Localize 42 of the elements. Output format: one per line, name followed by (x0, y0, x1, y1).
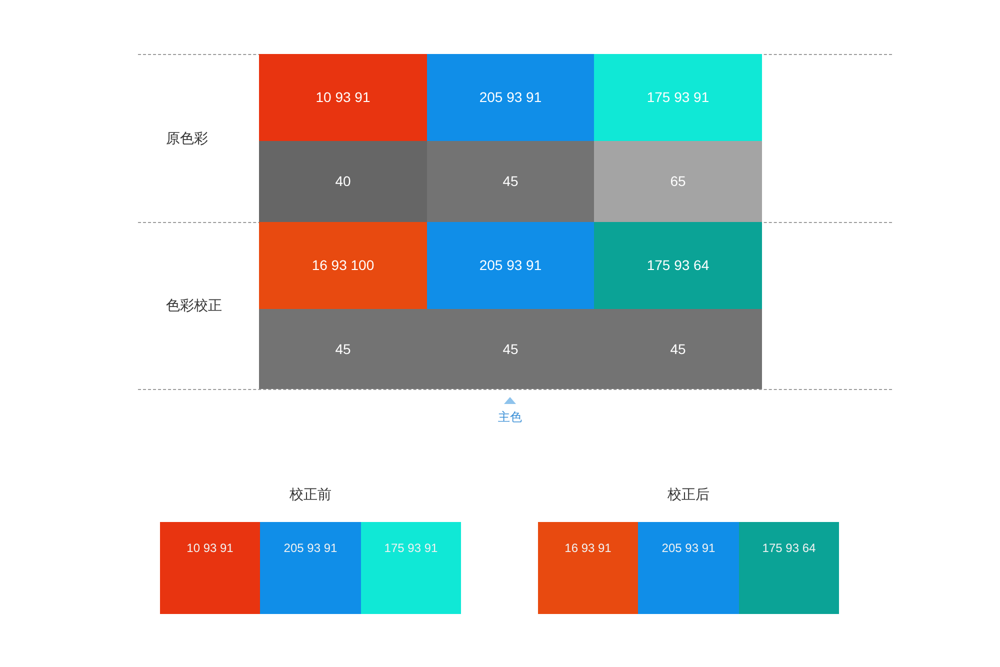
row-band (138, 54, 892, 223)
strip-heading: 校正后 (668, 486, 710, 504)
color-tile (594, 309, 762, 389)
value-text: 205 93 91 (662, 541, 716, 556)
row-band (138, 222, 892, 390)
strip-heading: 校正前 (290, 486, 332, 504)
row-label: 原色彩 (166, 130, 208, 148)
color-tile (259, 141, 427, 222)
color-tile (259, 222, 427, 309)
color-tile (427, 222, 594, 309)
value-text: 10 93 91 (316, 89, 370, 106)
color-tile (160, 522, 260, 614)
color-tile (638, 522, 739, 614)
value-text: 16 93 100 (312, 257, 374, 274)
value-text: 45 (670, 340, 686, 358)
color-tile (594, 222, 762, 309)
value-text: 10 93 91 (186, 541, 234, 556)
value-text: 40 (335, 173, 351, 190)
color-tile (427, 141, 594, 222)
value-text: 205 93 91 (479, 257, 542, 274)
value-text: 175 93 64 (762, 541, 816, 556)
color-tile (260, 522, 361, 614)
value-text: 45 (502, 340, 518, 358)
value-text: 65 (670, 173, 686, 190)
value-text: 175 93 91 (646, 89, 710, 106)
row-label: 色彩校正 (166, 297, 222, 315)
color-tile (739, 522, 839, 614)
value-text: 45 (335, 340, 351, 358)
color-tile (361, 522, 461, 614)
value-text: 16 93 91 (564, 541, 612, 556)
value-text: 175 93 64 (646, 257, 710, 274)
color-tile (594, 141, 762, 222)
color-tile (594, 54, 762, 141)
color-tile (259, 309, 427, 389)
color-tile (538, 522, 638, 614)
value-text: 205 93 91 (284, 541, 338, 556)
value-text: 175 93 91 (384, 541, 438, 556)
value-text: 205 93 91 (479, 89, 542, 106)
value-text: 45 (502, 173, 518, 190)
color-tile (259, 54, 427, 141)
pointer-label: 主色 (498, 409, 522, 426)
color-tile (427, 54, 594, 141)
